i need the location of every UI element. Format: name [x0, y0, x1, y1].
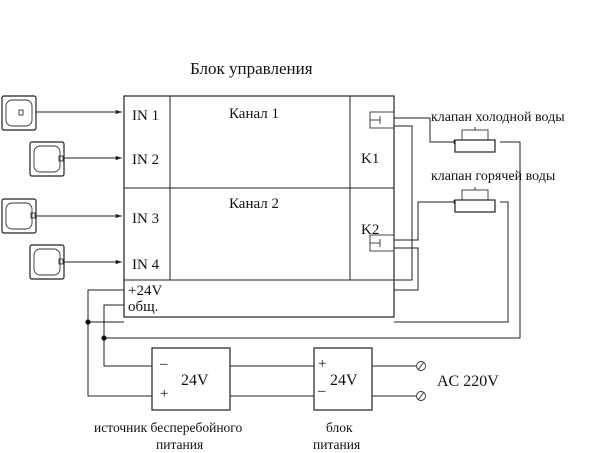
input-in2-label: IN 2	[132, 152, 159, 168]
valve-hot	[454, 187, 496, 213]
psu-voltage-label: 24V	[330, 372, 358, 389]
control-block: IN 1 IN 2 IN 3 IN 4 Канал 1 Канал 2 K1 K…	[123, 95, 395, 318]
relay-k2-contacts	[369, 234, 395, 252]
mains-label: AC 220V	[437, 373, 499, 390]
relay-k2-label: K2	[361, 222, 379, 238]
sensor-4	[29, 244, 65, 280]
mains-terminals	[416, 361, 426, 401]
valve-hot-label: клапан горячей воды	[431, 169, 556, 184]
diagram-title: Блок управления	[190, 59, 313, 78]
psu-plus-label: +	[318, 356, 326, 372]
sensor-3	[1, 198, 37, 234]
relay-output-wires	[104, 117, 521, 339]
power-wires	[87, 289, 416, 397]
input-in4-label: IN 4	[132, 257, 160, 273]
channel-2-label: Канал 2	[229, 196, 279, 212]
sensor-1	[1, 95, 37, 131]
valve-cold-label: клапан холодной воды	[431, 110, 565, 125]
relay-k1-label: K1	[361, 151, 379, 167]
psu-caption-line1: блок	[326, 420, 353, 435]
input-in1-label: IN 1	[132, 108, 159, 124]
sensor-2	[29, 141, 65, 177]
ups-caption-line1: источник бесперебойного	[94, 420, 242, 435]
ups-plus-label: +	[160, 386, 168, 402]
ups-caption-line2: питания	[156, 437, 203, 452]
psu-minus-label: –	[317, 383, 326, 399]
channel-1-label: Канал 1	[229, 106, 279, 122]
ups-unit: – + 24V	[151, 347, 231, 411]
power-common-label: общ.	[128, 299, 158, 315]
input-in3-label: IN 3	[132, 211, 159, 227]
junction-dots	[85, 319, 107, 341]
ups-minus-label: –	[159, 356, 168, 372]
relay-k1-contacts	[369, 111, 395, 129]
psu-caption-line2: питания	[313, 437, 360, 452]
valve-cold	[454, 127, 496, 153]
ups-voltage-label: 24V	[181, 372, 209, 389]
sensor-wires	[36, 109, 122, 265]
psu-unit: + – 24V	[313, 347, 373, 411]
power-plus-label: +24V	[128, 283, 162, 299]
